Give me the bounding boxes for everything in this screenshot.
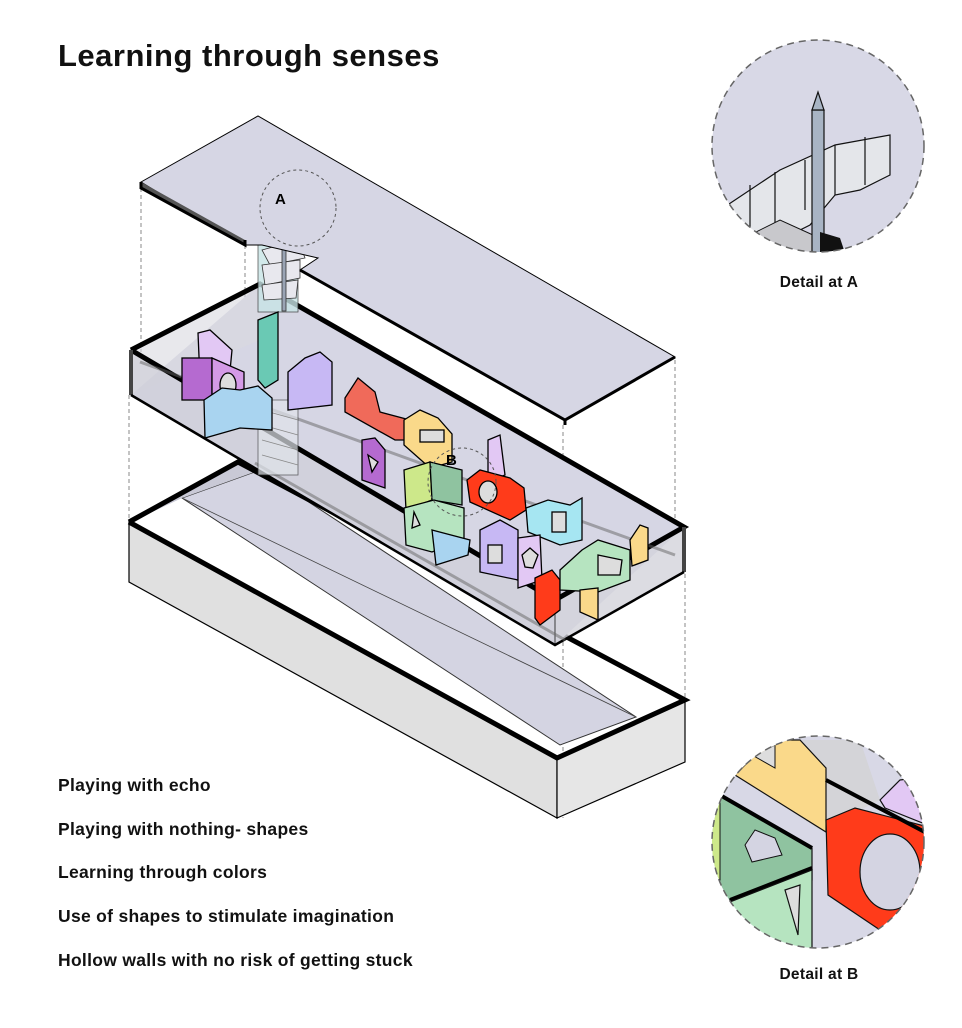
wall-green-frame (559, 539, 631, 593)
detail-a-caption: Detail at A (779, 274, 859, 291)
lower-inner-wall-left (131, 462, 260, 522)
wall-yellow-small (579, 587, 599, 622)
detail-a-view (712, 40, 924, 252)
detail-b-marker-circle (427, 447, 497, 517)
wall-yellow-end (629, 524, 649, 567)
wall-cyan (203, 385, 273, 439)
detail-a-frame (711, 39, 925, 253)
page-title: Learning through senses (58, 38, 440, 73)
detail-b-frame (711, 735, 925, 949)
detail-a-marker-circle (259, 169, 337, 247)
feature-item: Learning through colors (58, 862, 268, 883)
wall-lilac-tall (487, 434, 506, 483)
wall-sky-triangle (431, 529, 471, 566)
play-walls (181, 311, 649, 626)
wall-sage (429, 461, 463, 506)
detail-b-lime-wall (712, 799, 721, 881)
detail-b-lilac-wall (879, 774, 924, 831)
lower-rim (127, 459, 691, 761)
detail-b-caption: Detail at B (779, 966, 859, 983)
feature-item: Use of shapes to stimulate imagination (58, 906, 395, 927)
detail-b-marker-label: B (446, 452, 457, 469)
detail-a-marker-label: A (275, 191, 286, 208)
feature-list: Playing with echo Playing with nothing- … (58, 774, 413, 992)
wall-teal (257, 311, 279, 389)
wall-purple (181, 357, 213, 401)
feature-item: Hollow walls with no risk of getting stu… (58, 949, 413, 970)
upper-level-slab (139, 115, 677, 425)
feature-item: Playing with echo (58, 775, 211, 795)
lower-level-box (127, 459, 691, 820)
feature-item: Playing with nothing- shapes (58, 818, 309, 839)
detail-b-view (712, 736, 924, 948)
wall-lavender (287, 351, 333, 411)
wall-red-small (534, 569, 561, 626)
